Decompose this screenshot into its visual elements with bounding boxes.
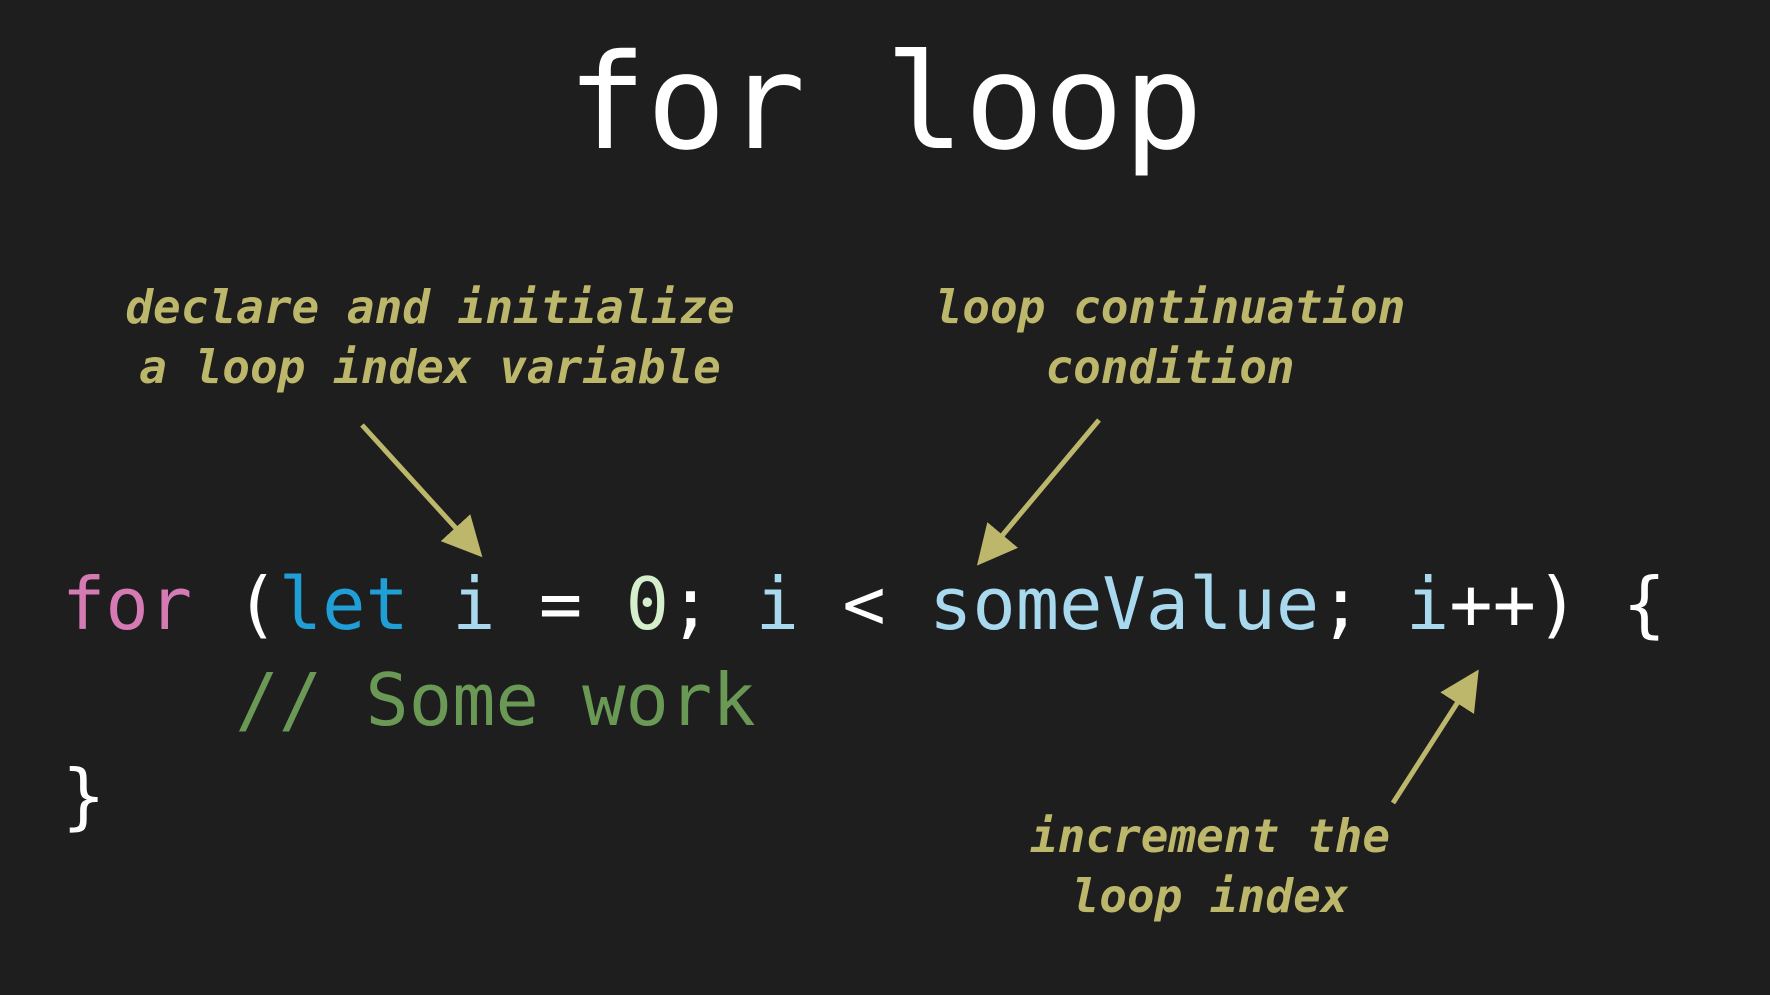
annotation-line: a loop index variable: [139, 340, 721, 394]
open-paren: (: [192, 562, 279, 646]
limit-variable: someValue: [929, 562, 1320, 646]
initial-value: 0: [625, 562, 669, 646]
code-line-body: // Some work: [62, 652, 756, 748]
arrow-to-declaration: [360, 423, 483, 558]
loop-index-declaration: i: [452, 562, 496, 646]
code-line-for-header: for (let i = 0; i < someValue; i++) {: [62, 556, 1666, 652]
annotation-continuation-condition: loop continuation condition: [910, 277, 1430, 397]
less-than-operator: <: [798, 562, 930, 646]
annotation-increment-index: increment the loop index: [1000, 806, 1420, 926]
annotation-line: loop index: [1071, 869, 1349, 923]
assign-operator: =: [495, 562, 626, 646]
code-line-close: }: [62, 748, 105, 844]
keyword-let: let: [278, 562, 409, 646]
semicolon: ;: [1319, 562, 1406, 646]
annotation-declare-initialize: declare and initialize a loop index varia…: [90, 277, 770, 397]
arrow-to-condition: [976, 418, 1101, 566]
keyword-for: for: [62, 562, 193, 646]
increment-and-open-brace: ++) {: [1449, 562, 1666, 646]
loop-index-increment: i: [1405, 562, 1450, 646]
close-brace: }: [62, 754, 106, 838]
annotation-line: loop continuation: [934, 280, 1406, 334]
annotation-line: increment the: [1029, 809, 1391, 863]
loop-index-condition: i: [755, 562, 799, 646]
slide-title: for loop: [567, 26, 1203, 180]
semicolon: ;: [668, 562, 756, 646]
annotation-line: condition: [1045, 340, 1295, 394]
annotation-line: declare and initialize: [125, 280, 735, 334]
arrow-to-increment: [1390, 669, 1479, 805]
code-comment: // Some work: [235, 658, 756, 742]
